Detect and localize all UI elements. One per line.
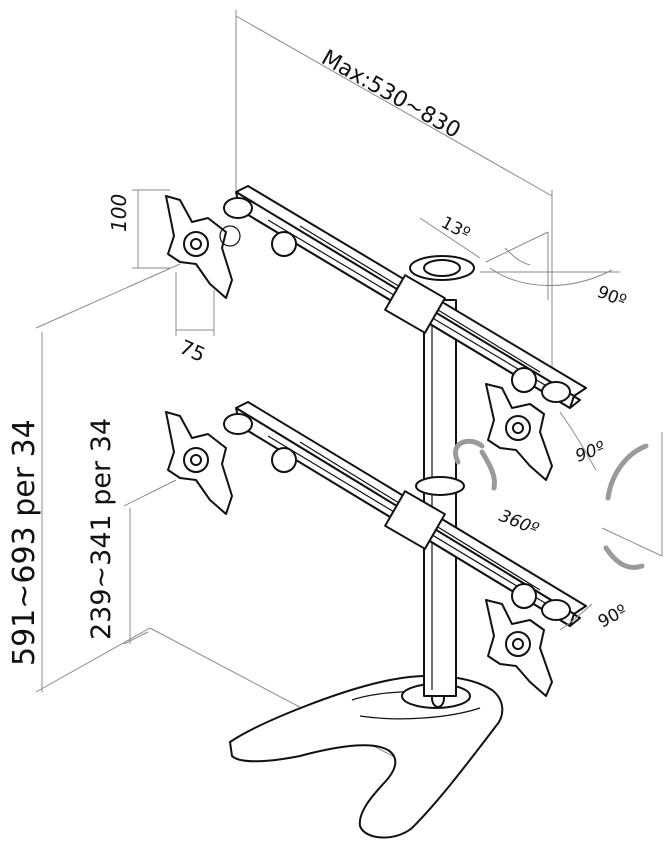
vesa-plate-top-left [165,195,241,299]
swivel-bottom-label: 90º [595,601,631,633]
lower-crossbar [223,401,587,627]
plate-height-label: 100 [107,194,131,232]
rotation-label: 360º [496,506,541,540]
plate-width-label: 75 [176,335,209,367]
tilt-angle-label: 13º [438,213,474,245]
lower-height-label: 239~341 per 34 [86,418,117,640]
swivel-mid-label: 90º [573,438,608,467]
vesa-plate-bottom-left [165,411,233,515]
rotation-arrow-icon [453,438,497,491]
support-pole [409,255,475,697]
swivel-top-label: 90º [594,282,629,312]
u-shaped-base [229,674,504,839]
vesa-plate-top-right [485,383,553,481]
tilt-arrow-icon [603,443,649,570]
total-height-label: 591~693 per 34 [7,419,42,666]
vesa-plate-bottom-right [485,599,553,697]
dimension-lines [35,10,663,761]
max-width-label: Max:530~830 [317,45,464,143]
swivel-arrow-icon [559,411,597,631]
upper-crossbar [223,185,587,409]
